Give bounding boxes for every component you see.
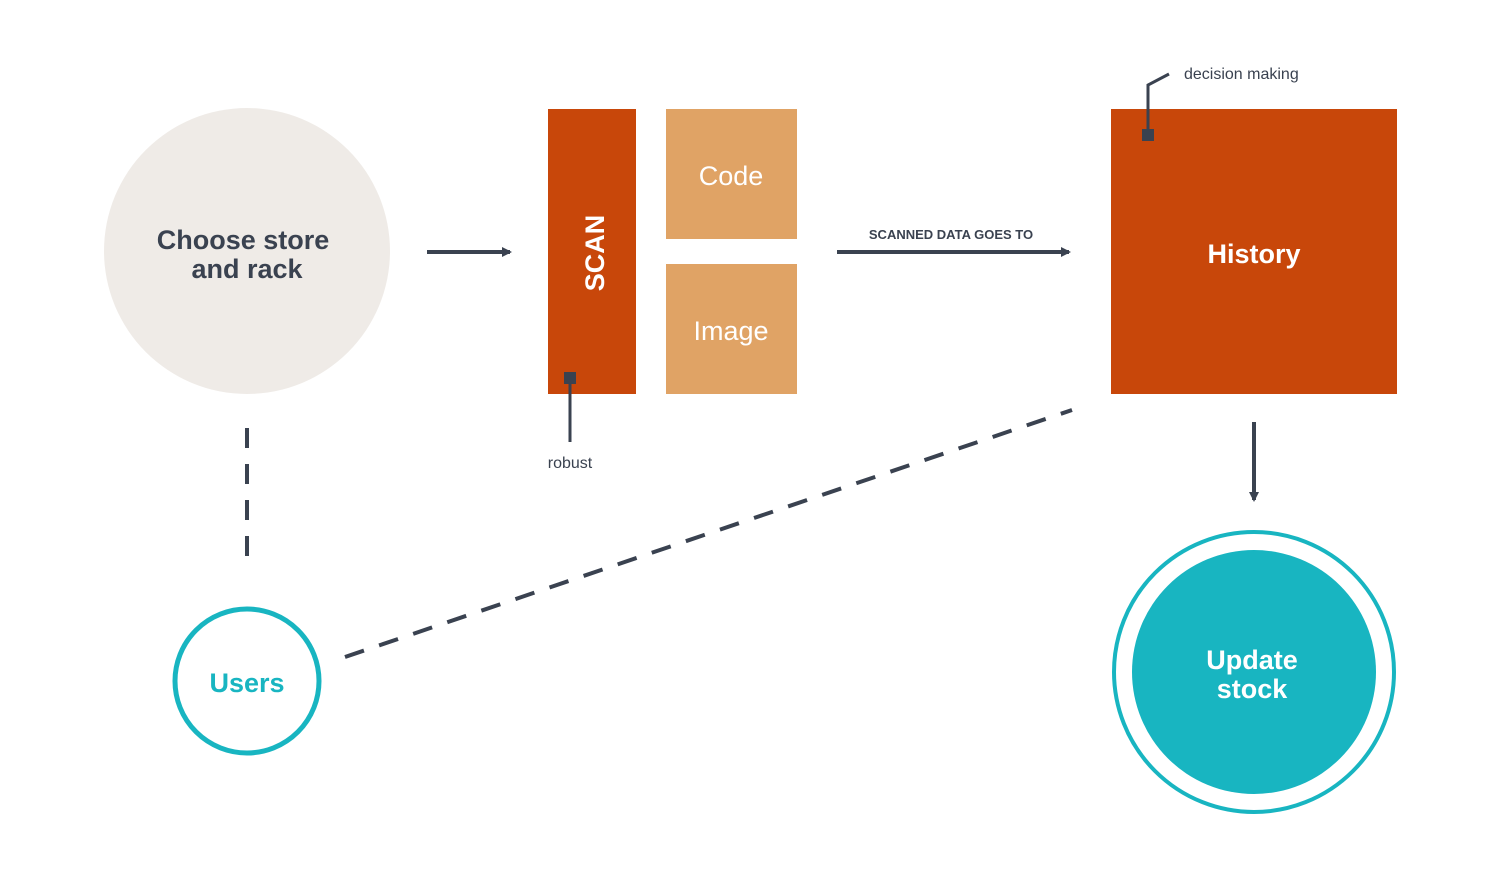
scan-label: SCAN: [580, 215, 610, 292]
decision-label: decision making: [1184, 66, 1299, 83]
choose-store-circle: [104, 108, 390, 394]
history-box: [1111, 109, 1397, 394]
update-stock-label-line2: stock: [1217, 674, 1289, 704]
code-node[interactable]: Code: [666, 109, 797, 239]
robust-annotation: robust: [548, 372, 593, 472]
update-stock-inner-circle: [1132, 550, 1376, 794]
dashed-link-users-history: [344, 408, 1073, 659]
users-circle: [172, 606, 322, 756]
update-stock-label-line1: Update: [1206, 645, 1298, 675]
choose-store-label-line1: Choose store: [157, 225, 330, 255]
choose-store-label-line2: and rack: [191, 254, 303, 284]
image-node[interactable]: Image: [666, 264, 797, 394]
code-box: [666, 109, 797, 239]
scan-bar: [548, 109, 636, 394]
users-node[interactable]: Users: [172, 606, 322, 756]
decision-marker: [1142, 129, 1154, 141]
code-label: Code: [699, 161, 764, 191]
history-label: History: [1207, 239, 1300, 269]
decision-leader-line: [1146, 72, 1170, 131]
scanned-data-label: SCANNED DATA GOES TO: [869, 227, 1033, 242]
image-box: [666, 264, 797, 394]
robust-marker: [564, 372, 576, 384]
update-stock-node[interactable]: Update stock: [1112, 530, 1396, 814]
robust-label: robust: [548, 455, 593, 472]
image-label: Image: [693, 316, 768, 346]
users-label: Users: [209, 668, 284, 698]
decision-annotation: decision making: [1142, 66, 1299, 141]
history-node[interactable]: History: [1111, 109, 1397, 394]
choose-store-node[interactable]: Choose store and rack: [104, 108, 390, 394]
scan-node[interactable]: SCAN: [548, 109, 636, 394]
